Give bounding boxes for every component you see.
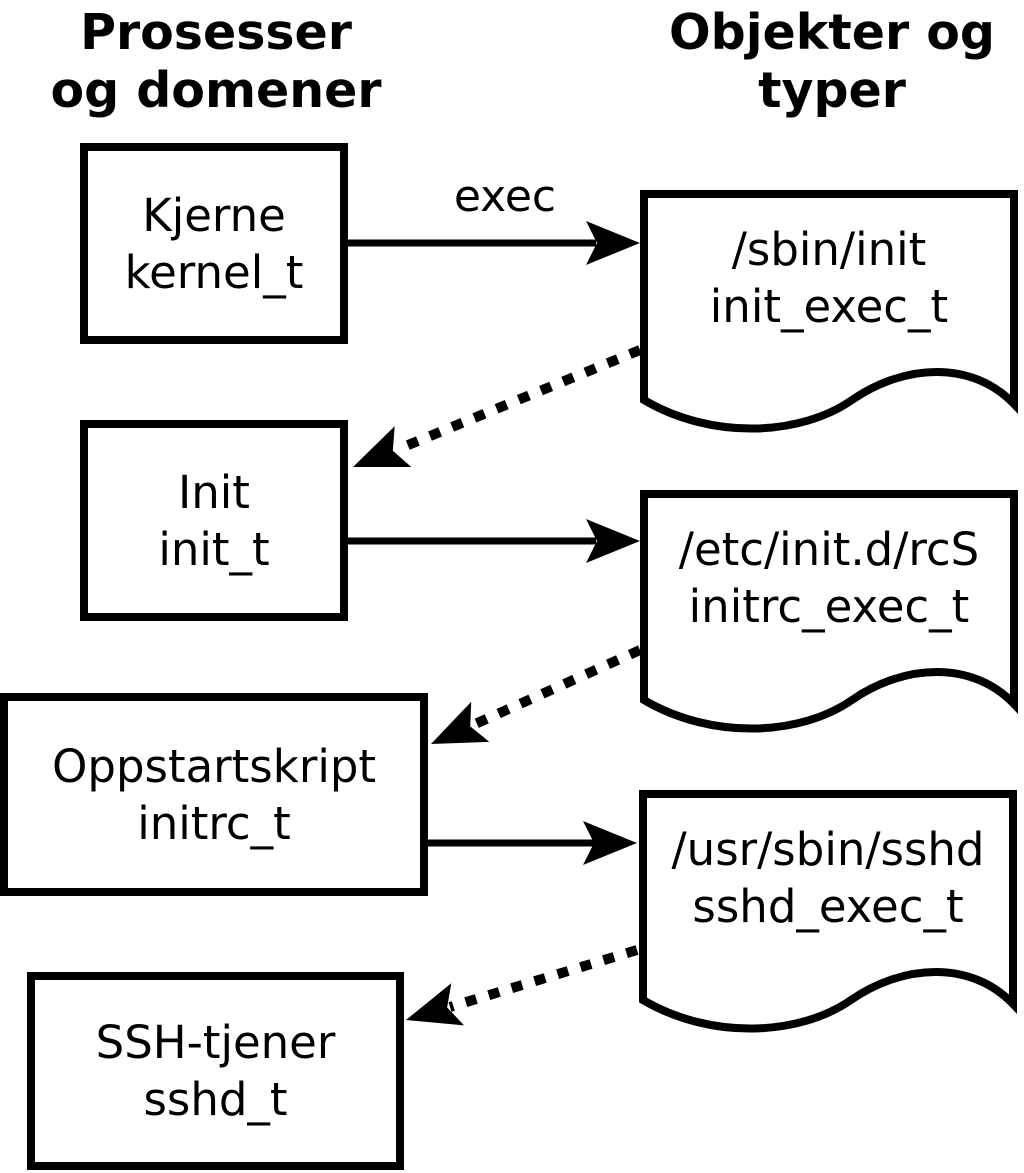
arrowhead-icon bbox=[583, 821, 637, 865]
column-title-line: Objekter og bbox=[669, 4, 995, 61]
arrow-transition-to-init-t bbox=[353, 345, 642, 467]
column-title-objects: Objekter og typer bbox=[640, 4, 1024, 120]
arrowhead-icon bbox=[353, 426, 412, 467]
arrowhead-icon bbox=[586, 519, 640, 563]
arrow-transition-to-initrc-t bbox=[431, 645, 643, 744]
object-type: sshd_exec_t bbox=[692, 880, 964, 933]
arrow-dotted-line bbox=[448, 945, 639, 1012]
arrowhead-icon bbox=[586, 221, 640, 265]
arrow-exec-init-to-rcS bbox=[348, 519, 640, 563]
process-label: Init bbox=[178, 465, 250, 519]
process-label: Kjerne bbox=[142, 188, 286, 242]
object-doc-initrc-exec: /etc/init.d/rcS initrc_exec_t bbox=[640, 492, 1018, 664]
column-title-line: og domener bbox=[50, 62, 382, 119]
process-box-init: Init init_t bbox=[80, 420, 348, 621]
process-domain: sshd_t bbox=[143, 1073, 288, 1126]
object-path: /usr/sbin/sshd bbox=[671, 823, 985, 876]
object-path: /sbin/init bbox=[731, 223, 927, 276]
process-box-initrc: Oppstartskript initrc_t bbox=[0, 693, 428, 896]
object-doc-init-exec: /sbin/init init_exec_t bbox=[640, 192, 1018, 364]
column-title-line: Prosesser bbox=[80, 4, 352, 61]
object-type: init_exec_t bbox=[709, 280, 949, 333]
arrow-exec-initrc-to-sshd bbox=[428, 821, 637, 865]
object-doc-sshd-exec: /usr/sbin/sshd sshd_exec_t bbox=[639, 792, 1017, 964]
process-label: Oppstartskript bbox=[51, 739, 377, 793]
object-type: initrc_exec_t bbox=[688, 580, 970, 633]
process-box-kernel: Kjerne kernel_t bbox=[80, 143, 348, 344]
arrow-dotted-line bbox=[394, 345, 642, 455]
process-domain: init_t bbox=[158, 522, 270, 576]
process-domain: kernel_t bbox=[124, 245, 304, 299]
exec-arrow-label: exec bbox=[453, 171, 557, 222]
object-path: /etc/init.d/rcS bbox=[678, 523, 980, 576]
process-label: SSH-tjener bbox=[95, 1016, 336, 1069]
arrow-transition-to-sshd-t bbox=[406, 945, 639, 1026]
arrowhead-icon bbox=[406, 983, 465, 1026]
arrow-exec-kernel-to-sbin-init bbox=[348, 221, 640, 265]
arrowhead-icon bbox=[431, 701, 490, 744]
process-box-sshd: SSH-tjener sshd_t bbox=[27, 972, 404, 1170]
column-title-line: typer bbox=[758, 62, 906, 119]
arrow-dotted-line bbox=[470, 645, 643, 730]
column-title-processes: Prosesser og domener bbox=[0, 4, 432, 120]
process-domain: initrc_t bbox=[137, 796, 291, 850]
